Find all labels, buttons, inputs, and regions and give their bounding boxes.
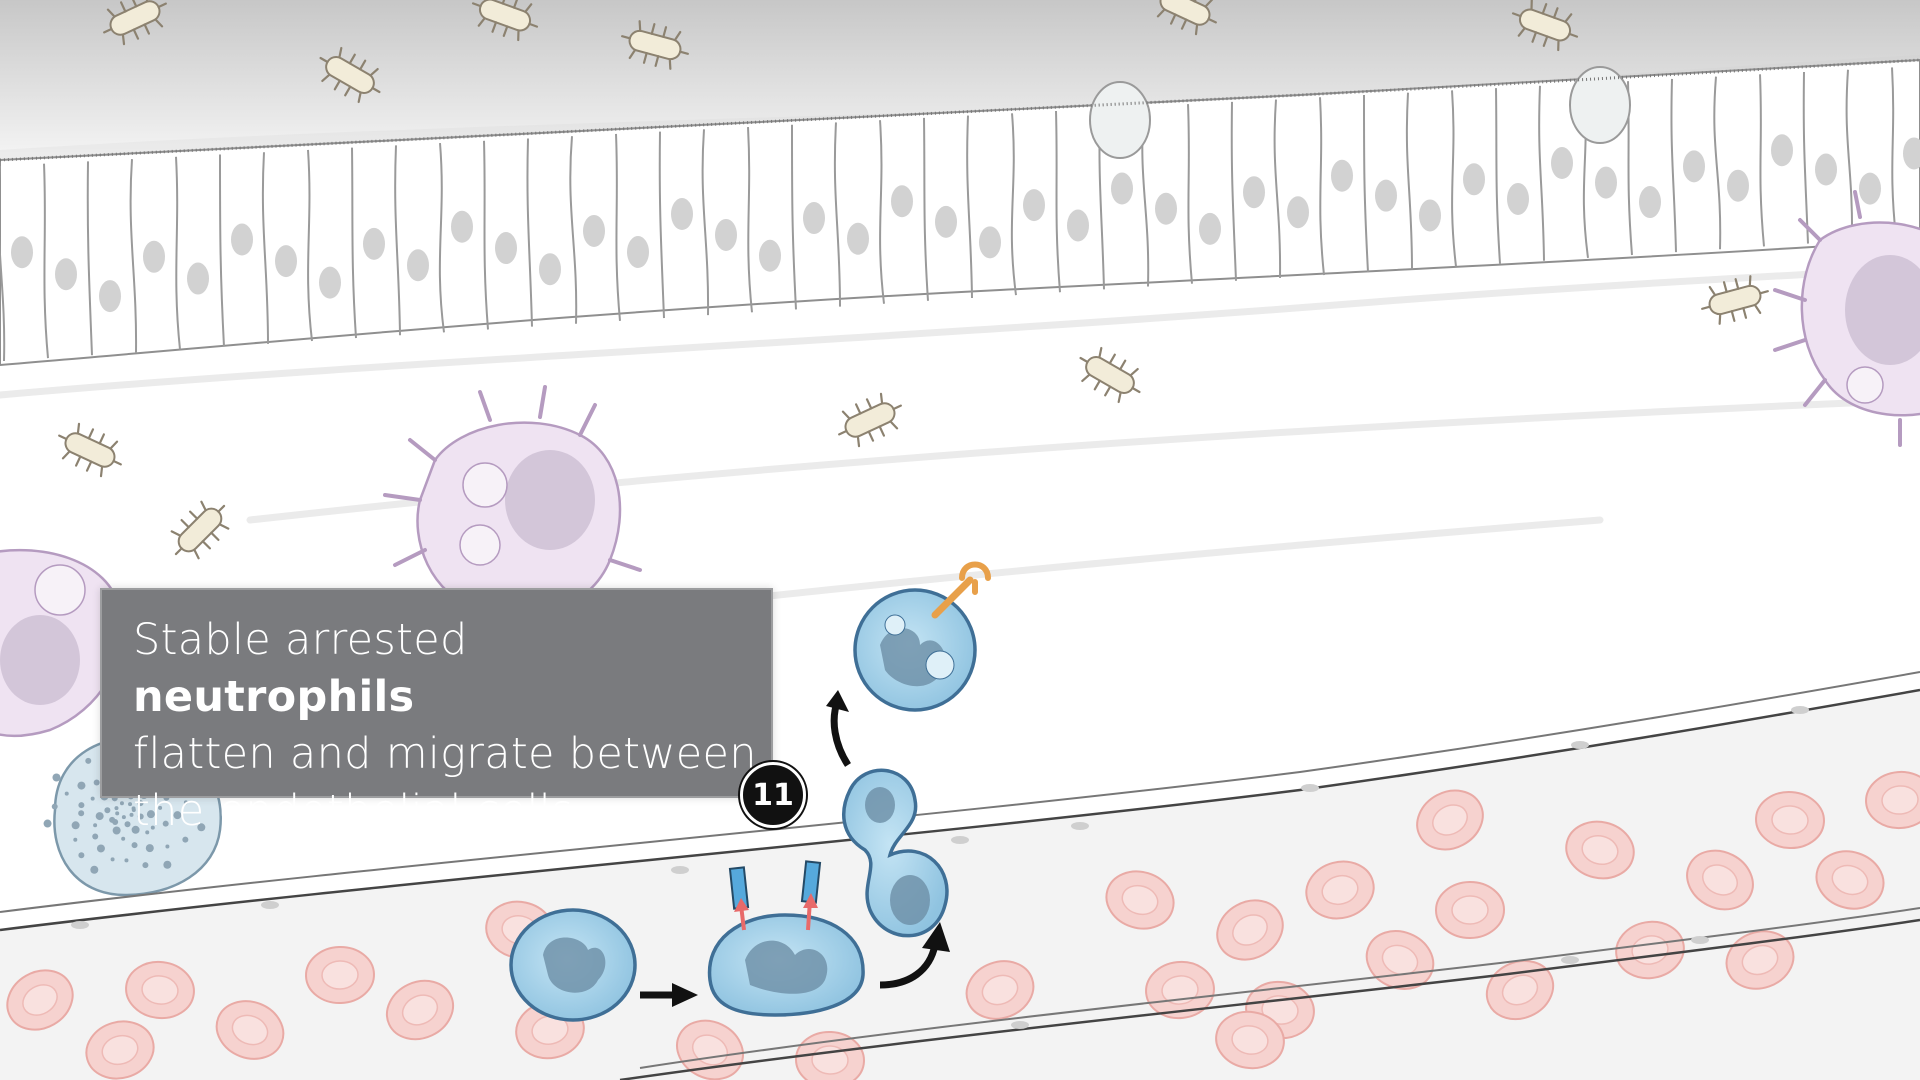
caption-box: Stable arrested neutrophils flatten and … (100, 588, 773, 836)
neutrophil-rolling-icon (509, 908, 637, 1022)
caption-line3: the endothelial cells. (133, 786, 588, 836)
caption-line1: Stable arrested neutrophils (133, 615, 468, 722)
neutrophil-transmigrated-icon (853, 588, 977, 712)
bacterium-icon (829, 386, 911, 454)
macrophage-icon (1773, 190, 1920, 447)
caption-text: Stable arrested neutrophils flatten and … (133, 612, 763, 840)
bacterium-icon (49, 416, 131, 484)
receptor-icon (931, 561, 991, 619)
caption-line2: flatten and migrate between (133, 729, 757, 779)
neutrophil-migrating-icon (842, 768, 949, 938)
arrow-icon (640, 983, 698, 1007)
receptor-icon (728, 860, 822, 931)
arrow-icon (879, 922, 950, 989)
blood-vessel (0, 671, 1920, 1080)
macrophage-icon (383, 385, 642, 632)
red-blood-cell-icon (304, 944, 376, 1006)
red-blood-cell-icon (1434, 880, 1506, 940)
bacterium-icon (1069, 339, 1151, 411)
step-number-badge: 11 (740, 762, 806, 828)
epithelial-cells (0, 66, 1897, 362)
arrow-icon (826, 690, 851, 767)
neutrophil-arrested-icon (707, 913, 865, 1017)
bacterium-icon (160, 490, 240, 570)
epithelial-nuclei (11, 134, 1920, 313)
caption-emphasis: neutrophils (133, 672, 415, 722)
